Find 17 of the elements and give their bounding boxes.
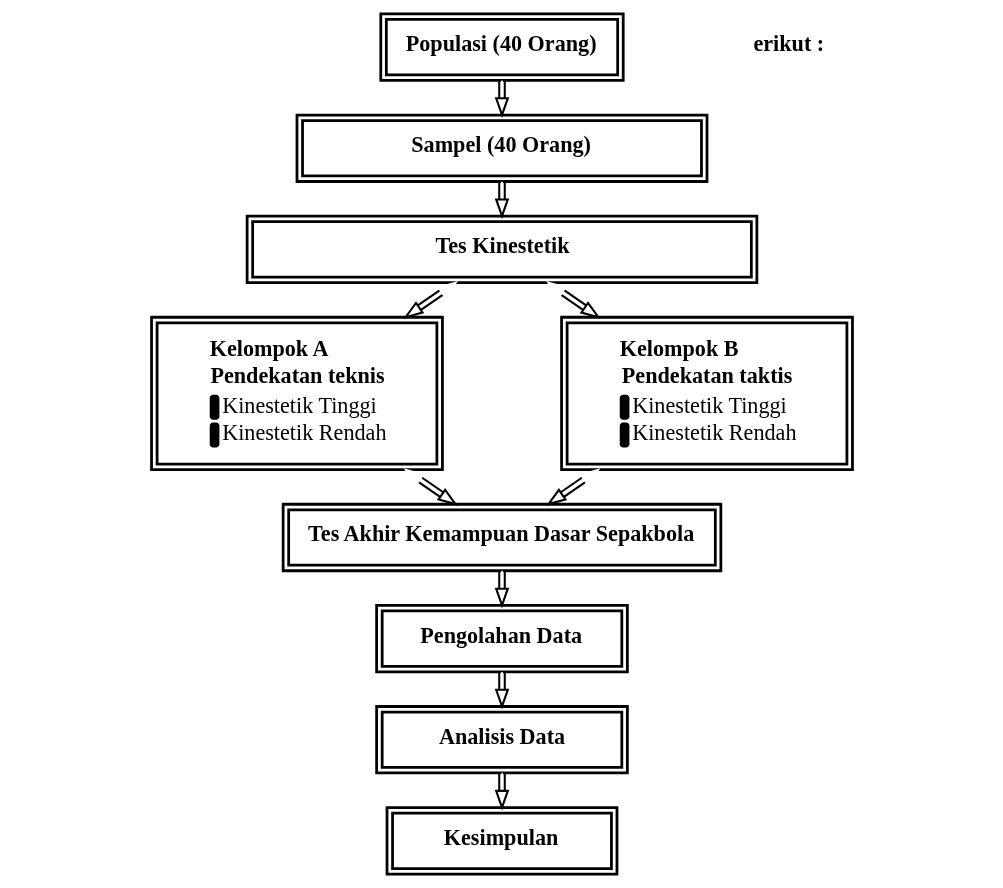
node-box: Sampel (40 Orang) — [295, 113, 708, 183]
node-box: Tes Kinestetik — [245, 214, 758, 284]
node-box: Pengolahan Data — [374, 604, 629, 674]
node-box: Analisis Data — [374, 705, 629, 775]
arrow — [402, 281, 458, 319]
arrow — [494, 672, 509, 710]
arrow — [545, 468, 600, 506]
node-box: Populasi (40 Orang) — [378, 12, 625, 82]
arrow — [403, 468, 458, 506]
node-box: Kelompok B Pendekatan taktis Kinestetik Tinggi Kinestetik Rendah — [559, 315, 854, 471]
label: erikut : — [752, 31, 824, 57]
node-box: Kesimpulan — [385, 806, 618, 876]
arrow — [494, 571, 509, 609]
arrow — [494, 773, 509, 811]
arrow — [545, 281, 601, 319]
node-box: Tes Akhir Kemampuan Dasar Sepakbola — [281, 502, 722, 573]
node-box: Kelompok A Pendekatan teknis Kinestetik Tinggi Kinestetik Rendah — [149, 315, 444, 471]
